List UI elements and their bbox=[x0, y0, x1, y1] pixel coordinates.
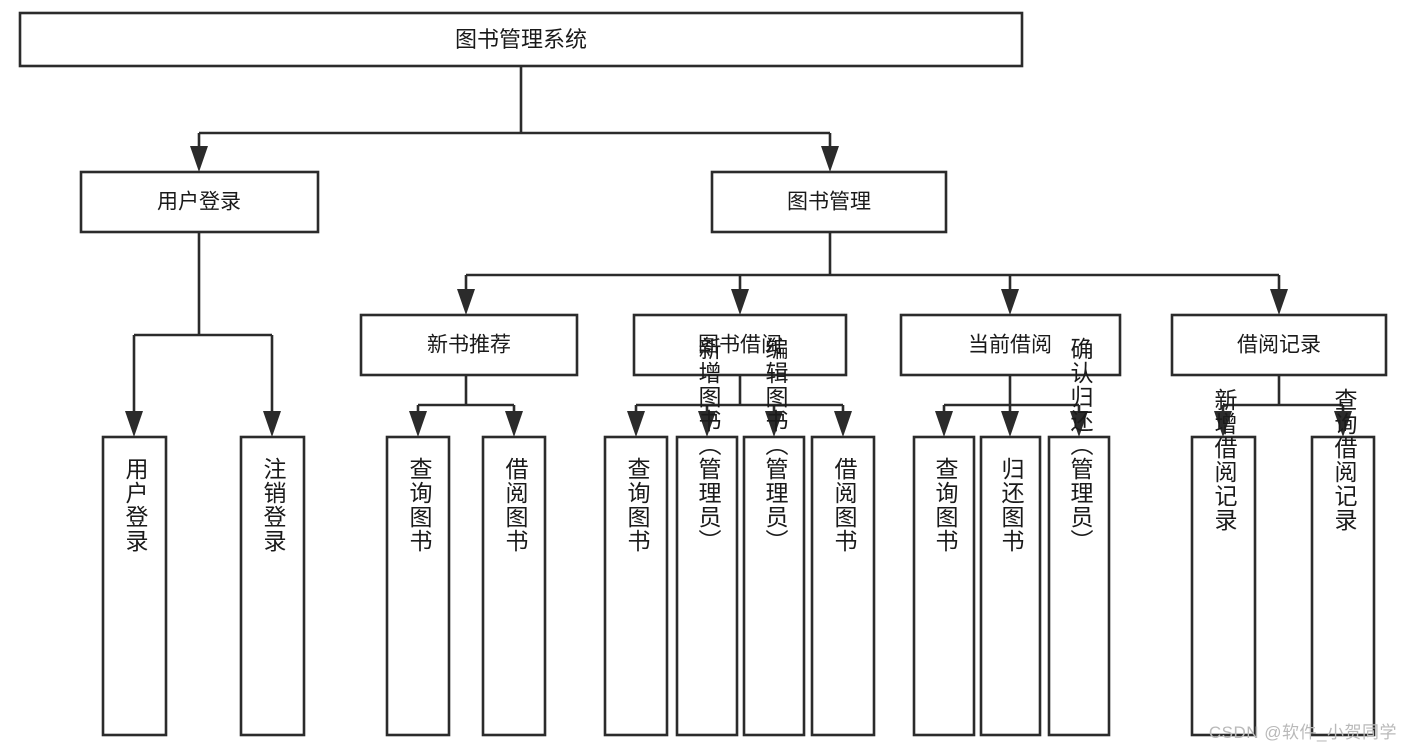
leaf-query-record-box bbox=[1310, 435, 1376, 737]
node-current-borrow[interactable]: 当前借阅 bbox=[899, 313, 1122, 377]
leaf-query-book-1[interactable]: 查询图书 bbox=[385, 435, 451, 737]
leaf-user-login[interactable]: 用户登录 bbox=[101, 435, 168, 737]
connectors-book-management-to-level3 bbox=[457, 232, 1288, 315]
node-borrow-record-label: 借阅记录 bbox=[1237, 334, 1321, 357]
node-current-borrow-label: 当前借阅 bbox=[968, 334, 1052, 357]
leaf-user-login-label: 用户登录 bbox=[122, 457, 149, 553]
leaf-query-record-label: 查询借阅记录 bbox=[1331, 388, 1358, 532]
node-current-borrow-box bbox=[899, 313, 1122, 377]
leaf-query-book-1-label: 查询图书 bbox=[406, 457, 433, 553]
arrowhead-leaf-query-book-1 bbox=[409, 411, 427, 437]
leaf-confirm-return-label: 确认归还（管理员） bbox=[1067, 337, 1094, 553]
leaf-add-record-box bbox=[1190, 435, 1257, 737]
leaf-borrow-book-2-label: 借阅图书 bbox=[831, 457, 858, 553]
node-root-box bbox=[18, 11, 1024, 68]
arrowhead-leaf-query-book-3 bbox=[935, 411, 953, 437]
leaf-query-book-2-label: 查询图书 bbox=[624, 457, 651, 553]
leaf-borrow-book-1-box bbox=[481, 435, 547, 737]
leaf-edit-book-box bbox=[742, 435, 806, 737]
arrowhead-book-borrow bbox=[731, 289, 749, 315]
leaf-add-record-label: 新增借阅记录 bbox=[1211, 388, 1238, 532]
leaf-user-login-box bbox=[101, 435, 168, 737]
connectors-new-book-recommend-to-leaves bbox=[409, 375, 523, 437]
node-book-management[interactable]: 图书管理 bbox=[710, 170, 948, 234]
node-new-book-recommend-label: 新书推荐 bbox=[427, 334, 511, 357]
leaf-add-book-box bbox=[675, 435, 739, 737]
leaf-query-book-3-box bbox=[912, 435, 976, 737]
node-root-title[interactable]: 图书管理系统 bbox=[18, 11, 1024, 68]
connectors-user-login-to-leaves bbox=[125, 232, 281, 437]
leaf-borrow-book-1-label: 借阅图书 bbox=[502, 457, 529, 553]
arrowhead-leaf-borrow-book-1 bbox=[505, 411, 523, 437]
leaf-edit-book[interactable]: 编辑图书（管理员） bbox=[742, 337, 806, 737]
leaf-logout-login[interactable]: 注销登录 bbox=[239, 435, 306, 737]
node-user-login[interactable]: 用户登录 bbox=[79, 170, 320, 234]
connectors-borrow-record-to-leaves bbox=[1214, 375, 1352, 437]
leaf-query-record[interactable]: 查询借阅记录 bbox=[1310, 388, 1376, 737]
node-new-book-recommend[interactable]: 新书推荐 bbox=[359, 313, 579, 377]
leaf-query-book-3[interactable]: 查询图书 bbox=[912, 435, 976, 737]
arrowhead-book-management bbox=[821, 146, 839, 172]
node-new-book-recommend-box bbox=[359, 313, 579, 377]
node-book-management-label: 图书管理 bbox=[787, 191, 871, 214]
arrowhead-leaf-add-record bbox=[1214, 411, 1232, 437]
leaf-query-book-3-label: 查询图书 bbox=[932, 457, 959, 553]
leaf-add-book-label: 新增图书（管理员） bbox=[695, 337, 722, 553]
arrowhead-leaf-return-book bbox=[1001, 411, 1019, 437]
leaf-confirm-return[interactable]: 确认归还（管理员） bbox=[1047, 337, 1111, 737]
arrowhead-borrow-record bbox=[1270, 289, 1288, 315]
leaf-edit-book-label: 编辑图书（管理员） bbox=[762, 337, 789, 553]
leaf-borrow-book-1[interactable]: 借阅图书 bbox=[481, 435, 547, 737]
leaf-return-book-box bbox=[979, 435, 1042, 737]
node-user-login-label: 用户登录 bbox=[157, 191, 241, 214]
arrowhead-user-login bbox=[190, 146, 208, 172]
leaf-query-book-2-box bbox=[603, 435, 669, 737]
arrowhead-leaf-add-book bbox=[698, 411, 716, 437]
connectors-root-to-level2 bbox=[190, 66, 839, 172]
node-borrow-record[interactable]: 借阅记录 bbox=[1170, 313, 1388, 377]
leaf-logout-login-box bbox=[239, 435, 306, 737]
node-book-borrow-label: 图书借阅 bbox=[698, 334, 782, 357]
leaf-borrow-book-2-box bbox=[810, 435, 876, 737]
node-root-label: 图书管理系统 bbox=[455, 27, 587, 52]
node-book-borrow[interactable]: 图书借阅 bbox=[632, 313, 848, 377]
leaf-query-book-2[interactable]: 查询图书 bbox=[603, 435, 669, 737]
leaf-return-book[interactable]: 归还图书 bbox=[979, 435, 1042, 737]
arrowhead-current-borrow bbox=[1001, 289, 1019, 315]
leaf-add-record[interactable]: 新增借阅记录 bbox=[1190, 388, 1257, 737]
arrowhead-leaf-logout-login bbox=[263, 411, 281, 437]
node-borrow-record-box bbox=[1170, 313, 1388, 377]
arrowhead-leaf-confirm-return bbox=[1070, 411, 1088, 437]
leaf-query-book-1-box bbox=[385, 435, 451, 737]
leaf-borrow-book-2[interactable]: 借阅图书 bbox=[810, 435, 876, 737]
node-book-management-box bbox=[710, 170, 948, 234]
arrowhead-leaf-query-book-2 bbox=[627, 411, 645, 437]
arrowhead-leaf-edit-book bbox=[765, 411, 783, 437]
arrowhead-leaf-user-login bbox=[125, 411, 143, 437]
node-user-login-box bbox=[79, 170, 320, 234]
node-book-borrow-box bbox=[632, 313, 848, 377]
leaf-logout-login-label: 注销登录 bbox=[260, 457, 287, 553]
leaf-return-book-label: 归还图书 bbox=[998, 457, 1025, 553]
arrowhead-leaf-borrow-book-2 bbox=[834, 411, 852, 437]
connectors-current-borrow-to-leaves bbox=[935, 375, 1088, 437]
connectors-book-borrow-to-leaves bbox=[627, 375, 852, 437]
leaf-add-book[interactable]: 新增图书（管理员） bbox=[675, 337, 739, 737]
arrowhead-new-book-recommend bbox=[457, 289, 475, 315]
arrowhead-leaf-query-record bbox=[1334, 411, 1352, 437]
leaf-confirm-return-box bbox=[1047, 435, 1111, 737]
